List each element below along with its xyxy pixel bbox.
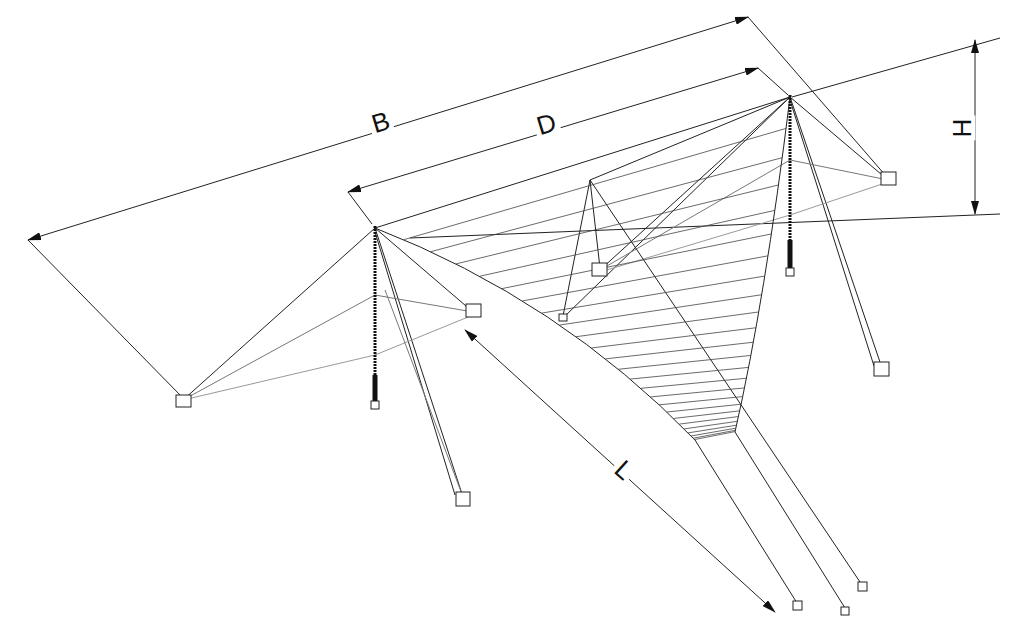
net-cable (559, 295, 761, 325)
net-cable (576, 312, 759, 337)
dimension-label: L (608, 453, 641, 486)
dimension-label: H (949, 116, 975, 141)
net-cable (667, 404, 741, 412)
net-cable (659, 397, 743, 405)
net-cable (542, 276, 765, 313)
net-cable (502, 234, 772, 289)
net-cable (641, 378, 747, 388)
net-cable (618, 355, 751, 369)
net-cable (431, 158, 783, 252)
dimension-label: B (366, 106, 396, 138)
net-cable (456, 185, 779, 264)
net-cable (630, 367, 748, 379)
net-cable (522, 256, 768, 301)
net-cable (480, 210, 775, 276)
net-cable (693, 430, 735, 438)
net-cable (404, 128, 786, 239)
net-cable (651, 388, 745, 397)
net-cable (695, 432, 736, 440)
net-cable (605, 342, 753, 359)
net-cable (679, 417, 738, 425)
net-cable (684, 421, 737, 429)
